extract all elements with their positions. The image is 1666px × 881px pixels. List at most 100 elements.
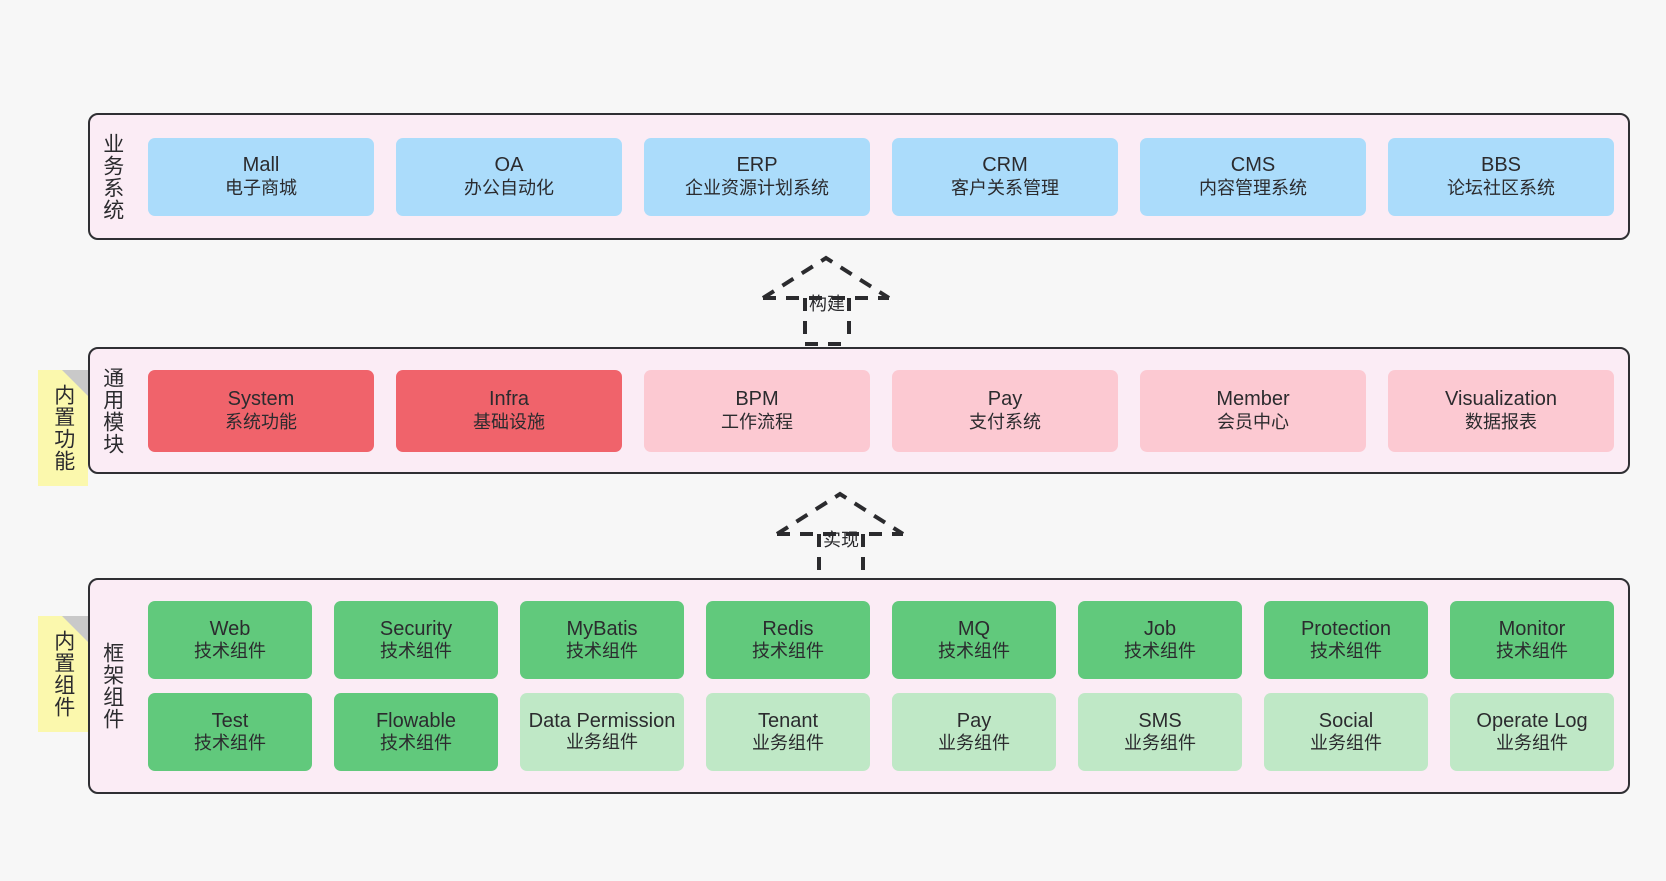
modules-card-row: System 系统功能 Infra 基础设施 BPM 工作流程 Pay 支付系统…: [148, 369, 1614, 452]
card-mybatis[interactable]: MyBatis 技术组件: [520, 601, 684, 679]
card-title: System: [227, 388, 295, 411]
card-title: OA: [494, 154, 524, 177]
card-title: Pay: [987, 388, 1023, 411]
card-mq[interactable]: MQ 技术组件: [892, 601, 1056, 679]
generalization-arrow-icon: [761, 255, 891, 346]
card-title: Visualization: [1445, 388, 1557, 411]
card-subtitle: 技术组件: [194, 641, 266, 662]
card-title: Job: [1143, 617, 1177, 640]
card-subtitle: 客户关系管理: [951, 177, 1059, 198]
card-title: Protection: [1300, 617, 1392, 640]
layer-general-modules: 通用模块 System 系统功能 Infra 基础设施 BPM 工作流程 Pay…: [88, 347, 1630, 474]
note-label: 内置功能: [51, 384, 75, 472]
card-pay-component[interactable]: Pay 业务组件: [892, 693, 1056, 771]
card-subtitle: 内容管理系统: [1199, 177, 1307, 198]
card-subtitle: 支付系统: [969, 411, 1041, 432]
note-label: 内置组件: [51, 630, 75, 718]
card-bpm[interactable]: BPM 工作流程: [644, 369, 870, 452]
card-subtitle: 技术组件: [938, 641, 1010, 662]
connector-implement-label: 实现: [823, 530, 859, 550]
card-subtitle: 业务组件: [566, 732, 638, 753]
card-security[interactable]: Security 技术组件: [334, 601, 498, 679]
card-title: Web: [209, 617, 251, 640]
card-subtitle: 技术组件: [1496, 641, 1568, 662]
card-redis[interactable]: Redis 技术组件: [706, 601, 870, 679]
card-erp[interactable]: ERP 企业资源计划系统: [644, 137, 870, 216]
card-subtitle: 业务组件: [1124, 733, 1196, 754]
card-flowable[interactable]: Flowable 技术组件: [334, 693, 498, 771]
card-subtitle: 办公自动化: [464, 177, 554, 198]
card-title: MQ: [957, 617, 991, 640]
card-subtitle: 业务组件: [938, 733, 1010, 754]
layer-modules-body: System 系统功能 Infra 基础设施 BPM 工作流程 Pay 支付系统…: [134, 349, 1628, 472]
note-builtin-features: 内置功能: [38, 370, 88, 486]
card-social[interactable]: Social 业务组件: [1264, 693, 1428, 771]
card-subtitle: 技术组件: [1124, 641, 1196, 662]
card-title: ERP: [736, 154, 778, 177]
card-sms[interactable]: SMS 业务组件: [1078, 693, 1242, 771]
card-title: BPM: [735, 388, 779, 411]
framework-business-row: Test 技术组件 Flowable 技术组件 Data Permission …: [148, 693, 1614, 771]
card-subtitle: 会员中心: [1217, 411, 1289, 432]
card-subtitle: 电子商城: [225, 177, 297, 198]
card-subtitle: 数据报表: [1465, 411, 1537, 432]
note-fold-corner-icon: [62, 370, 88, 396]
card-subtitle: 论坛社区系统: [1447, 177, 1555, 198]
card-subtitle: 工作流程: [721, 411, 793, 432]
card-subtitle: 系统功能: [225, 411, 297, 432]
layer-modules-title: 通用模块: [100, 366, 124, 455]
card-bbs[interactable]: BBS 论坛社区系统: [1388, 137, 1614, 216]
card-tenant[interactable]: Tenant 业务组件: [706, 693, 870, 771]
card-protection[interactable]: Protection 技术组件: [1264, 601, 1428, 679]
card-system[interactable]: System 系统功能: [148, 369, 374, 452]
card-monitor[interactable]: Monitor 技术组件: [1450, 601, 1614, 679]
card-subtitle: 技术组件: [380, 641, 452, 662]
card-subtitle: 技术组件: [380, 733, 452, 754]
card-title: Mall: [242, 154, 280, 177]
card-crm[interactable]: CRM 客户关系管理: [892, 137, 1118, 216]
layer-framework-body: Web 技术组件 Security 技术组件 MyBatis 技术组件 Redi…: [134, 580, 1628, 792]
card-subtitle: 技术组件: [752, 641, 824, 662]
card-title: Operate Log: [1476, 709, 1588, 732]
card-title: MyBatis: [566, 617, 638, 640]
layer-business-title: 业务系统: [100, 132, 124, 221]
card-title: BBS: [1480, 154, 1522, 177]
card-pay-module[interactable]: Pay 支付系统: [892, 369, 1118, 452]
card-oa[interactable]: OA 办公自动化: [396, 137, 622, 216]
layer-business-systems: 业务系统 Mall 电子商城 OA 办公自动化 ERP 企业资源计划系统 CRM…: [88, 113, 1630, 240]
card-visualization[interactable]: Visualization 数据报表: [1388, 369, 1614, 452]
card-title: Test: [211, 709, 249, 732]
connector-implement: 实现: [771, 488, 921, 584]
card-title: Security: [379, 617, 453, 640]
card-title: Data Permission: [528, 709, 676, 732]
card-title: Pay: [956, 709, 992, 732]
card-title: Tenant: [757, 709, 819, 732]
card-mall[interactable]: Mall 电子商城: [148, 137, 374, 216]
card-web[interactable]: Web 技术组件: [148, 601, 312, 679]
card-title: CRM: [982, 154, 1028, 177]
card-title: SMS: [1138, 709, 1182, 732]
framework-tech-row: Web 技术组件 Security 技术组件 MyBatis 技术组件 Redi…: [148, 601, 1614, 679]
card-cms[interactable]: CMS 内容管理系统: [1140, 137, 1366, 216]
card-data-permission[interactable]: Data Permission 业务组件: [520, 693, 684, 771]
card-subtitle: 业务组件: [1310, 733, 1382, 754]
card-test[interactable]: Test 技术组件: [148, 693, 312, 771]
card-member[interactable]: Member 会员中心: [1140, 369, 1366, 452]
note-builtin-components: 内置组件: [38, 616, 88, 732]
card-subtitle: 基础设施: [473, 411, 545, 432]
card-job[interactable]: Job 技术组件: [1078, 601, 1242, 679]
card-title: Monitor: [1498, 617, 1566, 640]
layer-framework-components: 框架组件 Web 技术组件 Security 技术组件 MyBatis 技术组件…: [88, 578, 1630, 794]
card-subtitle: 业务组件: [1496, 733, 1568, 754]
card-operate-log[interactable]: Operate Log 业务组件: [1450, 693, 1614, 771]
card-title: Social: [1318, 709, 1374, 732]
card-title: Member: [1216, 388, 1290, 411]
card-subtitle: 业务组件: [752, 733, 824, 754]
card-subtitle: 技术组件: [1310, 641, 1382, 662]
connector-build: 构建: [757, 252, 907, 348]
business-card-row: Mall 电子商城 OA 办公自动化 ERP 企业资源计划系统 CRM 客户关系…: [148, 137, 1614, 216]
card-infra[interactable]: Infra 基础设施: [396, 369, 622, 452]
note-fold-corner-icon: [62, 616, 88, 642]
layer-business-body: Mall 电子商城 OA 办公自动化 ERP 企业资源计划系统 CRM 客户关系…: [134, 115, 1628, 238]
